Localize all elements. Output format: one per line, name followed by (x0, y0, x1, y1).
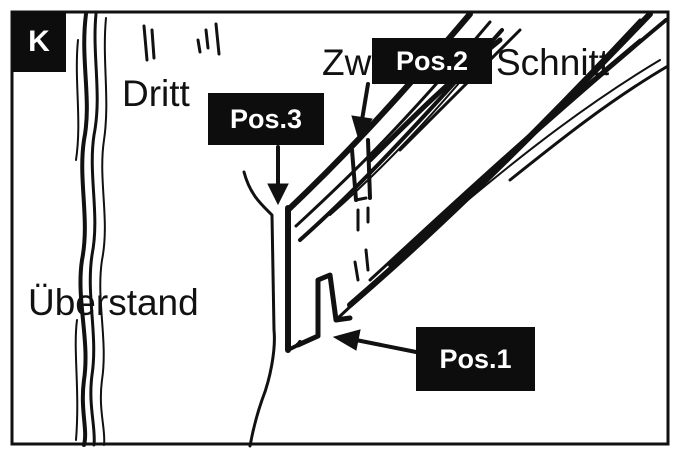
pos2-arrow-shaft (360, 82, 370, 122)
pos1-notch (295, 272, 353, 348)
pos2-arrow-head (351, 115, 373, 142)
tag-pos2: Pos.2 (372, 38, 492, 84)
main-groove (242, 170, 302, 448)
label-zw: Zw (322, 42, 372, 83)
panel-letter-badge: K (12, 12, 66, 72)
pos2-slot (350, 138, 372, 282)
label-dritt: Dritt (122, 73, 190, 114)
pos1-arrow-shaft (354, 338, 418, 354)
pos3-arrow-head (267, 183, 289, 206)
tag-pos3: Pos.3 (208, 93, 324, 145)
label-ueberstand: Überstand (28, 282, 199, 323)
frame-border (10, 10, 670, 446)
tag-pos1: Pos.1 (416, 327, 535, 391)
pointer-arrows (267, 82, 418, 354)
label-schnitt: Schnitt (496, 42, 610, 83)
lower-band (336, 11, 670, 320)
top-marks (142, 22, 221, 62)
pos1-arrow-head (332, 329, 361, 351)
left-strands (74, 12, 108, 447)
